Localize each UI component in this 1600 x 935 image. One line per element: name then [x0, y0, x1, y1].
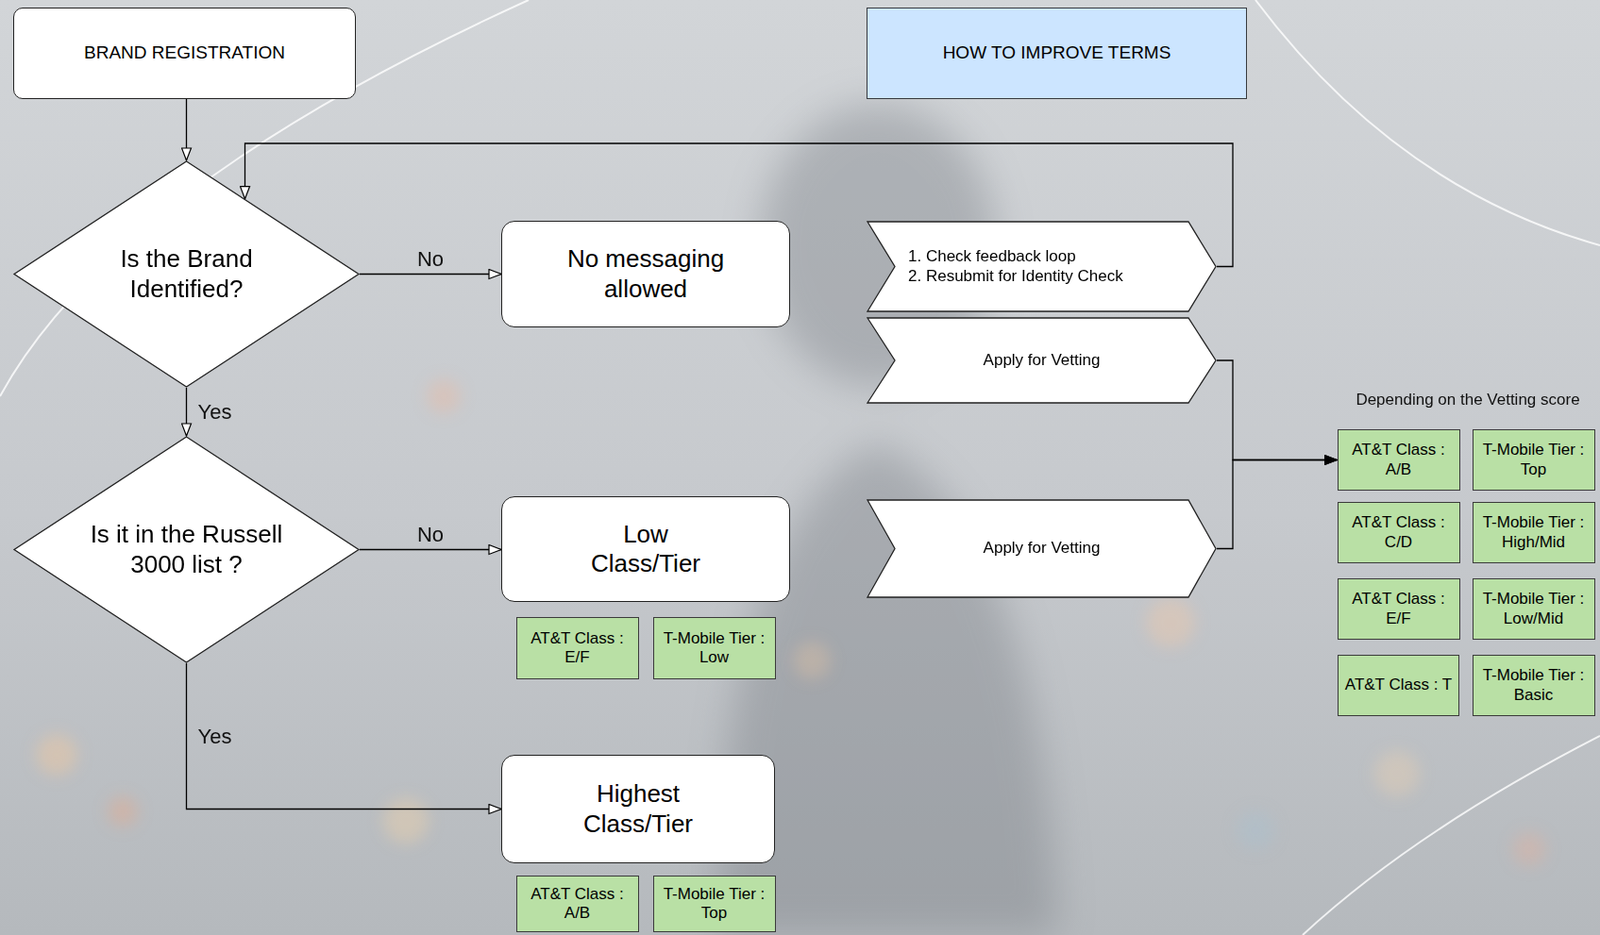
node-text: 2. Resubmit for Identity Check	[908, 267, 1124, 287]
edge-label: Yes	[198, 724, 233, 749]
node-label: T-Mobile Tier : High/Mid	[1477, 513, 1590, 553]
outline-shape	[867, 221, 1216, 312]
node-label: HOW TO IMPROVE TERMS	[943, 42, 1172, 65]
step-chevron: Apply for Vetting	[866, 317, 1217, 405]
outline-shape	[14, 161, 359, 388]
bokeh-lights	[35, 379, 1547, 867]
flow-connector	[1216, 460, 1338, 550]
node-text: T-Mobile Tier : Low	[657, 629, 771, 669]
node-text: T-Mobile Tier : High/Mid	[1477, 513, 1590, 553]
node-label: Apply for Vetting	[983, 538, 1101, 558]
flow-connector	[186, 663, 503, 810]
node-text: No messaging allowed	[551, 244, 741, 304]
result-box: Highest Class/Tier	[501, 755, 775, 864]
node-text: HOW TO IMPROVE TERMS	[943, 42, 1172, 65]
carrier-class-box: AT&T Class : A/B	[516, 875, 640, 933]
carrier-class-box: AT&T Class : E/F	[1337, 578, 1461, 640]
node-label: AT&T Class : A/B	[1342, 440, 1455, 480]
carrier-class-box: T-Mobile Tier : Low	[653, 617, 776, 680]
carrier-class-box: T-Mobile Tier : Low/Mid	[1472, 578, 1596, 640]
node-label: T-Mobile Tier : Basic	[1477, 666, 1590, 706]
node-label: AT&T Class : T	[1345, 675, 1452, 695]
flow-connector	[185, 387, 187, 437]
edge-label: Yes	[198, 400, 233, 424]
node-label: Is the Brand Identified?	[83, 244, 291, 304]
node-text: 1. Check feedback loop	[908, 247, 1124, 267]
node-label: Is it in the Russell 3000 list ?	[83, 520, 291, 579]
carrier-class-box: AT&T Class : T	[1337, 655, 1460, 717]
node-text: Highest Class/Tier	[543, 779, 733, 839]
node-label: Low Class/Tier	[570, 520, 722, 579]
node-text: Low Class/Tier	[570, 520, 722, 579]
carrier-class-box: T-Mobile Tier : Top	[653, 875, 776, 933]
outline-shape	[867, 318, 1216, 404]
start-box: BRAND REGISTRATION	[13, 7, 356, 100]
node-label: AT&T Class : E/F	[1342, 589, 1455, 629]
node-text: T-Mobile Tier : Top	[657, 885, 771, 925]
node-text: Is it in the Russell 3000 list ?	[83, 520, 291, 579]
node-text: AT&T Class : A/B	[521, 885, 634, 925]
node-text: AT&T Class : T	[1345, 675, 1452, 695]
node-label: AT&T Class : C/D	[1342, 513, 1455, 553]
outline-shape	[867, 500, 1216, 598]
decision-diamond: Is it in the Russell 3000 list ?	[13, 436, 360, 664]
node-label: Apply for Vetting	[983, 351, 1101, 371]
node-label: AT&T Class : E/F	[521, 629, 634, 669]
node-label: Highest Class/Tier	[543, 779, 733, 839]
node-text: T-Mobile Tier : Basic	[1477, 666, 1590, 706]
flow-connector	[359, 549, 502, 551]
step-chevron: 1. Check feedback loop2. Resubmit for Id…	[866, 220, 1217, 313]
outline-shape	[14, 437, 359, 663]
carrier-class-box: T-Mobile Tier : Basic	[1472, 655, 1596, 717]
node-text: Apply for Vetting	[983, 351, 1101, 371]
carrier-class-box: AT&T Class : A/B	[1337, 429, 1461, 491]
node-label: T-Mobile Tier : Low/Mid	[1477, 589, 1590, 629]
edge-label: No	[417, 247, 444, 271]
node-text: AT&T Class : E/F	[1342, 589, 1455, 629]
carrier-class-box: AT&T Class : C/D	[1337, 502, 1461, 564]
node-text: AT&T Class : A/B	[1342, 440, 1455, 480]
node-text: T-Mobile Tier : Low/Mid	[1477, 589, 1590, 629]
flow-connector	[359, 273, 502, 275]
node-label: AT&T Class : A/B	[521, 885, 634, 925]
flow-connector	[185, 99, 187, 161]
carrier-class-box: T-Mobile Tier : Top	[1472, 429, 1596, 491]
node-text: T-Mobile Tier : Top	[1477, 440, 1590, 480]
edge-label: No	[417, 522, 444, 547]
node-text: BRAND REGISTRATION	[84, 42, 286, 65]
note-label: Depending on the Vetting score	[1355, 390, 1580, 410]
section-header: HOW TO IMPROVE TERMS	[866, 7, 1247, 100]
node-label: T-Mobile Tier : Top	[657, 885, 771, 925]
node-text: AT&T Class : C/D	[1342, 513, 1455, 553]
node-label: T-Mobile Tier : Top	[1477, 440, 1590, 480]
step-chevron: Apply for Vetting	[866, 499, 1217, 599]
node-text: Is the Brand Identified?	[83, 244, 291, 304]
result-box: Low Class/Tier	[501, 496, 791, 603]
result-box: No messaging allowed	[501, 220, 791, 328]
flow-connector	[1216, 360, 1338, 461]
node-label: 1. Check feedback loop2. Resubmit for Id…	[908, 247, 1124, 287]
decision-diamond: Is the Brand Identified?	[13, 160, 360, 388]
carrier-class-box: AT&T Class : E/F	[516, 617, 640, 680]
node-label: No messaging allowed	[551, 244, 741, 304]
carrier-class-box: T-Mobile Tier : High/Mid	[1472, 502, 1596, 564]
node-label: BRAND REGISTRATION	[84, 42, 286, 65]
node-text: AT&T Class : E/F	[521, 629, 634, 669]
node-text: Apply for Vetting	[983, 538, 1101, 558]
node-label: T-Mobile Tier : Low	[657, 629, 771, 669]
